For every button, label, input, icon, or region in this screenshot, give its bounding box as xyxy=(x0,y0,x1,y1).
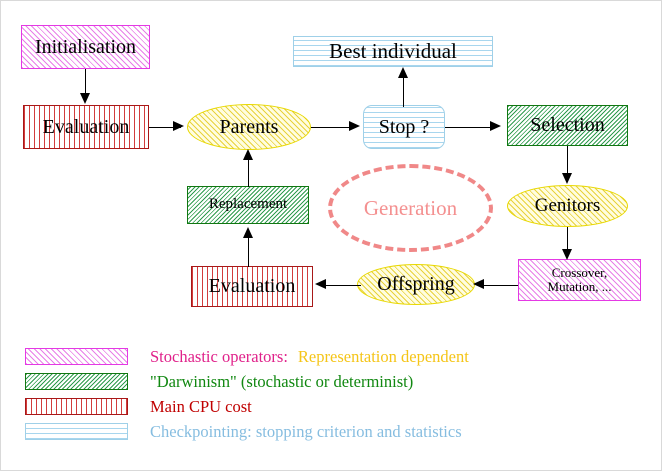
node-replacement[interactable]: Replacement xyxy=(187,186,309,224)
legend-row-stochastic-operators: Stochastic operators: Representation depe… xyxy=(25,344,645,369)
node-crossover-label-line1: Crossover, xyxy=(551,265,608,281)
edge-stop-to-selection xyxy=(445,127,495,129)
node-evaluation-top[interactable]: Evaluation xyxy=(23,105,149,149)
arrowhead-stop-to-best-individual xyxy=(398,67,408,78)
legend-label-representation-dependent: Representation dependent xyxy=(297,346,469,366)
legend-row-checkpointing: Checkpointing: stopping criterion and st… xyxy=(25,419,645,444)
edge-replacement-to-parents xyxy=(248,156,250,187)
legend-label-stochastic-operators: Stochastic operators: Representation depe… xyxy=(150,347,469,367)
edge-evaluation-to-replacement xyxy=(248,233,250,267)
arrowhead-parents-to-stop xyxy=(349,121,360,131)
legend-label-checkpointing: Checkpointing: stopping criterion and st… xyxy=(150,421,462,441)
node-genitors[interactable]: Genitors xyxy=(507,185,628,227)
arrowhead-evaluation-to-parents xyxy=(173,121,184,131)
legend-swatch-horizontal-hatch-blue xyxy=(25,423,128,440)
legend-row-darwinism: "Darwinism" (stochastic or determinist) xyxy=(25,369,645,394)
node-genitors-label: Genitors xyxy=(534,195,601,217)
legend-swatch-diagonal-hatch-magenta xyxy=(25,348,128,365)
arrowhead-crossover-to-offspring xyxy=(473,279,484,289)
node-selection[interactable]: Selection xyxy=(507,105,628,146)
legend: Stochastic operators: Representation depe… xyxy=(25,344,645,444)
edge-parents-to-stop xyxy=(311,127,355,129)
node-evaluation-top-label: Evaluation xyxy=(42,115,130,138)
node-best-individual-label: Best individual xyxy=(329,39,457,64)
node-parents-label: Parents xyxy=(219,115,279,138)
node-initialisation[interactable]: Initialisation xyxy=(21,25,150,69)
legend-swatch-vertical-hatch-red xyxy=(25,398,128,415)
node-initialisation-label: Initialisation xyxy=(34,35,137,58)
legend-label-main-cpu-cost: Main CPU cost xyxy=(150,396,252,416)
node-crossover-label-line2: Mutation, ... xyxy=(547,279,612,294)
arrowhead-selection-to-genitors xyxy=(562,173,572,184)
node-crossover-mutation[interactable]: Crossover, Mutation, ... xyxy=(518,259,641,301)
arrowhead-stop-to-selection xyxy=(490,121,501,131)
edge-offspring-to-evaluation xyxy=(325,285,361,287)
edge-initialisation-to-evaluation xyxy=(85,69,87,95)
arrowhead-initialisation-to-evaluation xyxy=(80,93,90,104)
edge-genitors-to-crossover xyxy=(567,227,569,255)
edge-crossover-to-offspring xyxy=(484,285,518,287)
arrowhead-replacement-to-parents xyxy=(243,149,253,160)
node-offspring-label: Offspring xyxy=(377,273,455,295)
node-parents[interactable]: Parents xyxy=(187,104,311,150)
arrowhead-genitors-to-crossover xyxy=(562,249,572,260)
edge-evaluation-to-parents xyxy=(149,127,181,129)
node-generation-label: Generation xyxy=(363,195,458,220)
node-selection-label: Selection xyxy=(530,114,605,136)
legend-label-stochastic-operators-main: Stochastic operators: xyxy=(150,346,288,366)
node-evaluation-bottom-label: Evaluation xyxy=(208,275,296,297)
legend-swatch-diagonal-hatch-green xyxy=(25,373,128,390)
edge-stop-to-best-individual xyxy=(403,73,405,107)
node-best-individual[interactable]: Best individual xyxy=(293,36,493,67)
legend-row-main-cpu-cost: Main CPU cost xyxy=(25,394,645,419)
legend-label-darwinism: "Darwinism" (stochastic or determinist) xyxy=(150,371,414,391)
node-stop[interactable]: Stop ? xyxy=(363,105,445,149)
arrowhead-offspring-to-evaluation xyxy=(315,279,326,289)
arrowhead-evaluation-to-replacement xyxy=(243,227,253,238)
node-evaluation-bottom[interactable]: Evaluation xyxy=(191,266,313,307)
node-replacement-label: Replacement xyxy=(208,196,288,213)
edge-selection-to-genitors xyxy=(567,146,569,178)
node-generation-cycle: Generation xyxy=(328,164,493,252)
node-stop-label: Stop ? xyxy=(378,115,430,138)
node-offspring[interactable]: Offspring xyxy=(357,264,475,305)
